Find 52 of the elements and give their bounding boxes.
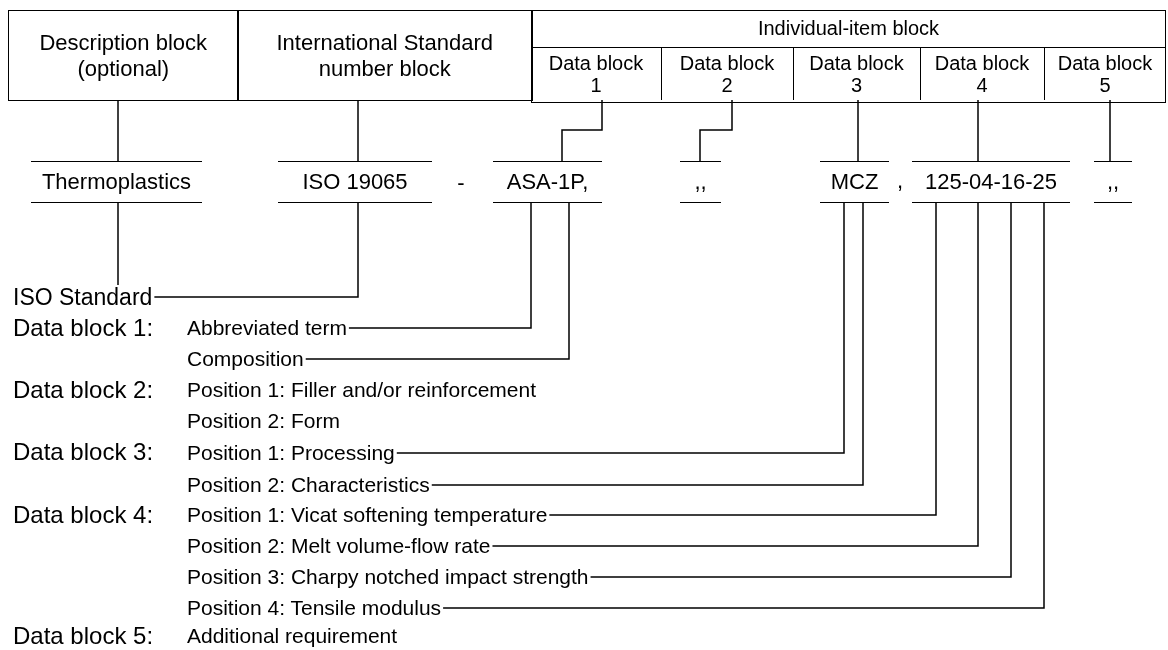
table-cell: Description block (optional) [8, 10, 239, 101]
block-label: Data block 3: [13, 439, 154, 465]
code-segment: 125-04-16-25 [912, 161, 1070, 203]
connector-line [857, 99, 859, 162]
table-cell: Data block 3 [792, 46, 920, 100]
connector-line [117, 100, 119, 162]
connector-line [561, 99, 603, 162]
explanation-text: Composition [187, 347, 304, 371]
explanation-text: ISO Standard [13, 285, 153, 309]
table-cell: Data block 5 [1043, 46, 1166, 100]
table-cell: Data block 4 [919, 46, 1044, 100]
connector-line [977, 99, 979, 162]
code-segment: ,, [680, 161, 721, 203]
block-label: Data block 4: [13, 502, 154, 528]
header-text: Individual-item block [756, 16, 941, 41]
code-segment: MCZ [820, 161, 889, 203]
explanation-text: Position 2: Form [187, 408, 340, 434]
separator-symbol: , [896, 168, 904, 194]
block-label: Data block 1: [13, 315, 154, 341]
code-segment: ISO 19065 [278, 161, 432, 203]
code-segment: ,, [1094, 161, 1132, 203]
explanation-text: Position 2: Melt volume-flow rate [187, 534, 491, 558]
connector-line [699, 99, 733, 162]
explanation-text: Abbreviated term [187, 316, 347, 340]
explanation-text: Position 2: Characteristics [187, 473, 430, 497]
explanation-text: Position 1: Processing [187, 441, 395, 465]
connector-line [117, 202, 119, 286]
connector-line [153, 202, 359, 298]
connector-line [548, 202, 937, 516]
code-segment: Thermoplastics [31, 161, 202, 203]
connector-line [431, 202, 864, 486]
connector-line [348, 202, 532, 329]
table-cell: Data block 2 [660, 46, 793, 100]
connector-line [589, 202, 1012, 578]
table-cell: Data block 1 [530, 46, 661, 100]
connector-line [1109, 99, 1111, 162]
block-label: Data block 5: [13, 623, 154, 649]
connector-line [357, 100, 359, 162]
connector-line [396, 202, 845, 454]
table-header-cell [531, 10, 1166, 103]
explanation-text: Position 1: Filler and/or reinforcement [187, 377, 536, 403]
explanation-text: Position 1: Vicat softening temperature [187, 503, 548, 527]
explanation-text: Position 4: Tensile modulus [187, 596, 442, 620]
explanation-text: Additional requirement [187, 623, 398, 649]
table-cell: International Standard number block [237, 10, 533, 101]
explanation-text: Position 3: Charpy notched impact strength [187, 565, 589, 589]
code-segment: ASA-1P, [493, 161, 602, 203]
separator-symbol: - [457, 170, 465, 196]
connector-line [442, 202, 1045, 609]
block-label: Data block 2: [13, 377, 154, 403]
connector-line [305, 202, 570, 360]
connector-line [491, 202, 979, 547]
